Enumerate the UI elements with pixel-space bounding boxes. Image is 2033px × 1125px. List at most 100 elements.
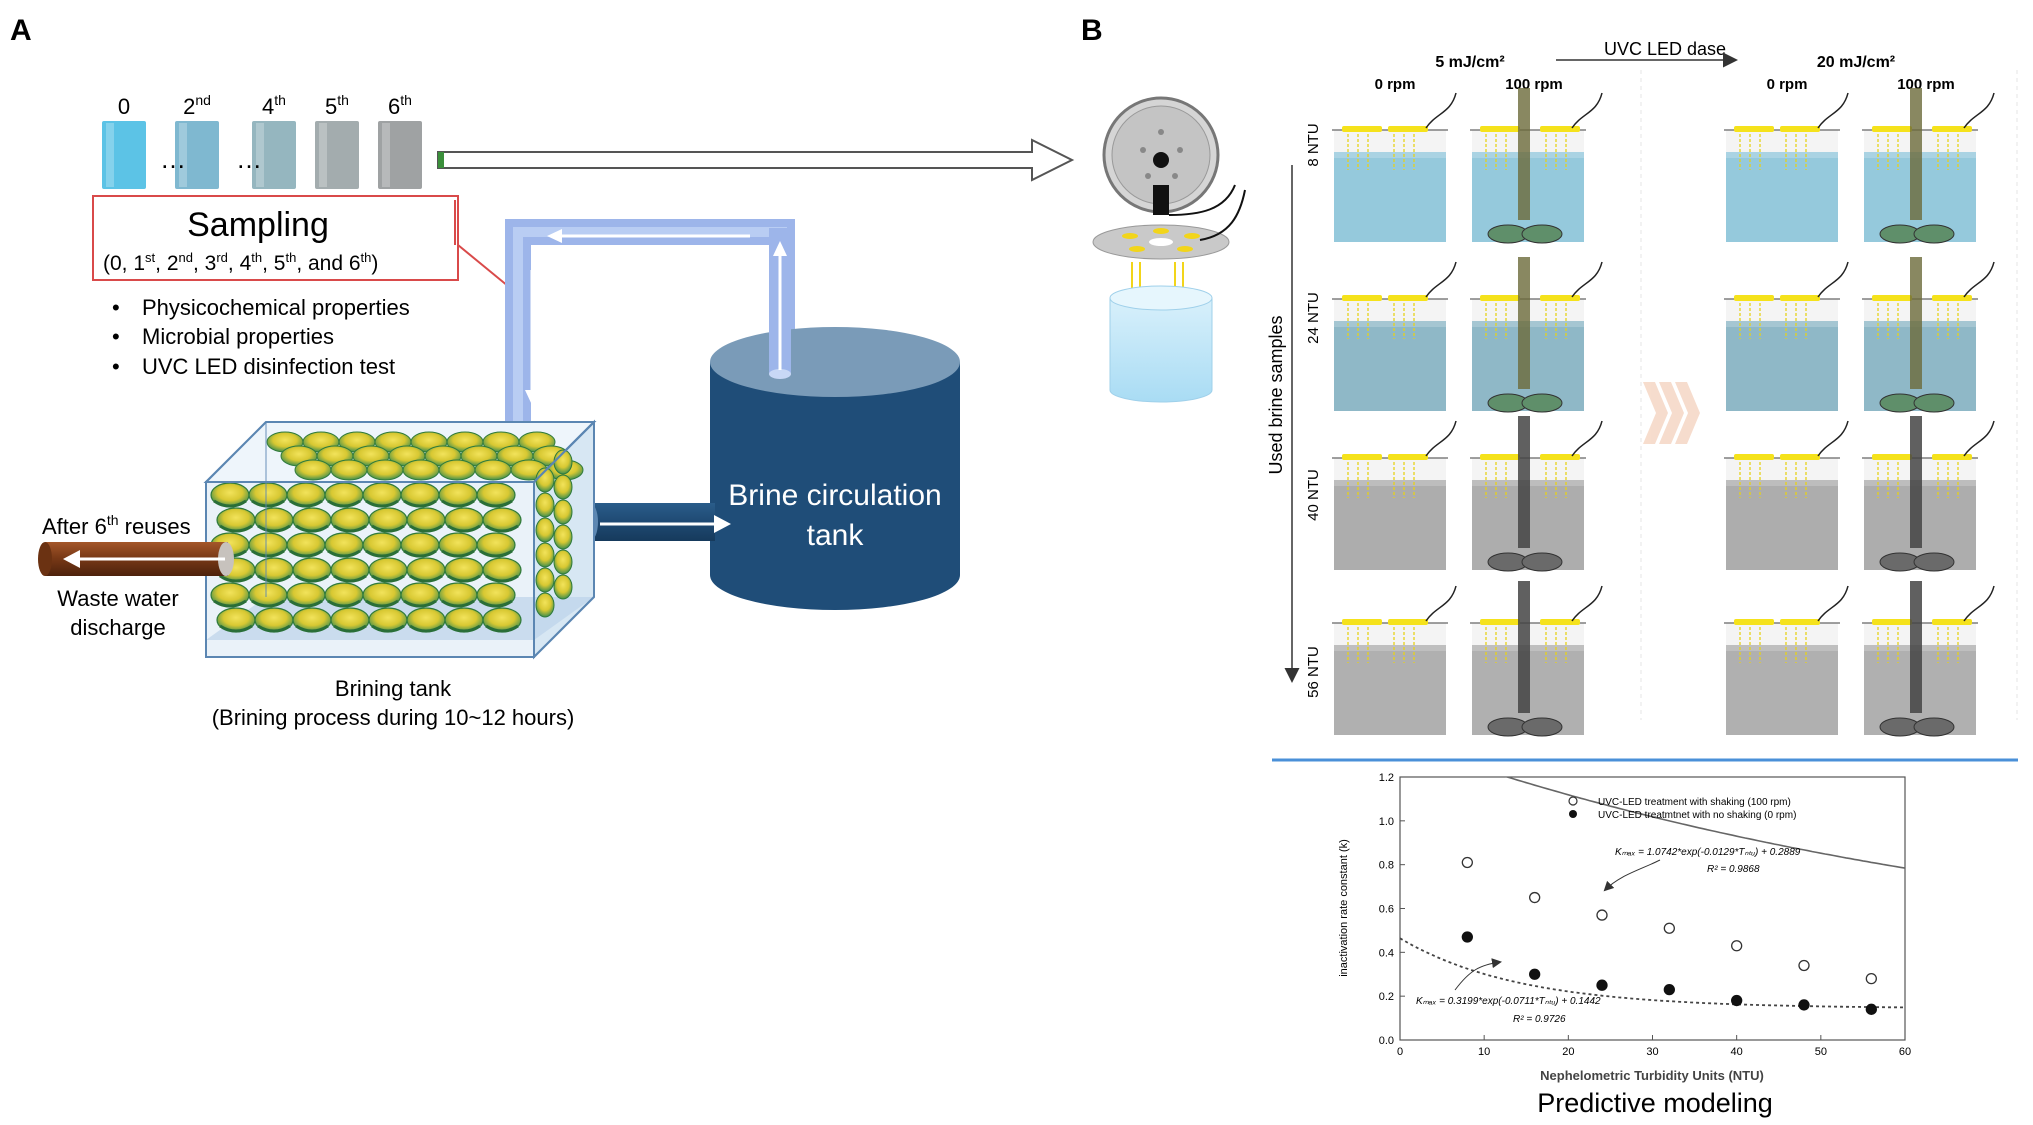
sample-vial-1: [175, 121, 219, 189]
point-shaking: [1596, 909, 1608, 921]
point-shaking: [1461, 856, 1473, 869]
rpm-label-1: 0 rpm: [1375, 76, 1416, 93]
brine-circulation-tank: Brine circulation tank: [710, 228, 960, 610]
transfer-arrow: [437, 138, 1075, 182]
beaker-r3-c2: [1724, 585, 1849, 735]
dose-high-label: 20 mJ/cm²: [1817, 54, 1895, 71]
x-tick-label: 10: [1478, 1046, 1490, 1058]
discharge-label: discharge: [70, 615, 165, 640]
sampling-detail: (0, 1st, 2nd, 3rd, 4th, 5th, and 6th): [103, 250, 378, 275]
ntu-label-40: 40 NTU: [1305, 469, 1322, 521]
uvc-device: [1092, 96, 1246, 403]
svg-text:•: •: [112, 295, 120, 320]
sample-vial-4: [378, 121, 422, 189]
y-tick-label: 1.2: [1379, 772, 1394, 784]
legend-marker-filled: [1569, 810, 1577, 818]
x-tick-label: 30: [1646, 1046, 1658, 1058]
beaker-r0-c2: [1724, 92, 1849, 242]
outlet-pipe: [590, 503, 715, 541]
dose-axis-label: UVC LED dase: [1604, 39, 1726, 59]
beaker-r2-c1: [1470, 416, 1603, 572]
data-points: [1461, 856, 1877, 1015]
r2-no-shaking: R² = 0.9726: [1513, 1014, 1566, 1025]
y-tick-label: 1.0: [1379, 816, 1394, 828]
beaker-r1-c3: [1862, 257, 1995, 413]
brining-process-label: (Brining process during 10~12 hours): [212, 705, 575, 730]
x-tick-label: 20: [1562, 1046, 1574, 1058]
sample-label-4: 6th: [388, 92, 412, 119]
point-no-shaking: [1663, 983, 1675, 996]
beaker-r0-c3: [1862, 88, 1995, 244]
beaker-r1-c0: [1332, 261, 1457, 411]
svg-text:•: •: [112, 324, 120, 349]
legend-marker-open: [1568, 796, 1578, 806]
x-tick-label: 0: [1397, 1046, 1403, 1058]
brining-tank: [203, 419, 597, 660]
rpm-label-2: 100 rpm: [1505, 76, 1563, 93]
chevron-arrows: [1643, 382, 1700, 444]
beaker-r0-c0: [1332, 92, 1457, 242]
y-tick-label: 0.2: [1379, 991, 1394, 1003]
dose-low-label: 5 mJ/cm²: [1435, 54, 1504, 71]
r2-shaking: R² = 0.9868: [1707, 864, 1760, 875]
point-no-shaking: [1731, 994, 1743, 1007]
panel-b-label: B: [1081, 14, 1103, 47]
beaker-r3-c0: [1332, 585, 1457, 735]
ntu-label-56: 56 NTU: [1305, 646, 1322, 698]
fit-curve-shaking: [1504, 777, 1905, 869]
transfer-arrow-tail: [438, 152, 444, 168]
point-shaking: [1529, 891, 1541, 904]
bullet-uvc: UVC LED disinfection test: [142, 354, 395, 379]
tank-label-1: Brine circulation: [728, 479, 941, 512]
legend-label-shaking: UVC-LED treatment with shaking (100 rpm): [1598, 797, 1791, 808]
ellipsis-1: …: [160, 144, 186, 174]
y-tick-label: 0.0: [1379, 1035, 1394, 1047]
point-shaking: [1798, 959, 1810, 972]
y-tick-label: 0.8: [1379, 860, 1394, 872]
beaker-r3-c3: [1862, 581, 1995, 737]
x-axis-ticks: 0 10 20 30 40 50 60: [1397, 1035, 1911, 1058]
ellipsis-2: …: [236, 144, 262, 174]
point-shaking: [1663, 922, 1675, 934]
beaker-r1-c1: [1470, 257, 1603, 413]
cabbage-stack: [210, 431, 584, 633]
equation-shaking: Kₘₐₓ = 1.0742*exp(-0.0129*Tₙₜᵤ) + 0.2889: [1615, 847, 1801, 858]
y-tick-label: 0.4: [1379, 947, 1394, 959]
beaker-r0-c1: [1470, 88, 1603, 244]
x-tick-label: 40: [1731, 1046, 1743, 1058]
point-no-shaking: [1798, 999, 1810, 1011]
chart-title: Predictive modeling: [1537, 1088, 1773, 1118]
sample-label-2: 4th: [262, 92, 286, 119]
x-tick-label: 60: [1899, 1046, 1911, 1058]
used-brine-label: Used brine samples: [1266, 315, 1286, 474]
sampling-box: [92, 195, 459, 281]
y-axis-label: inactivation rate constant (k): [1338, 839, 1350, 977]
legend-label-no-shaking: UVC-LED treatmtnet with no shaking (0 rp…: [1598, 810, 1796, 821]
after-reuses-label: After 6th reuses: [42, 512, 191, 539]
point-no-shaking: [1865, 1003, 1877, 1015]
kinetics-chart: 0.0 0.2 0.4 0.6 0.8 1.0 1.2 0 10 20 30 40 50 60 inac…: [1338, 772, 1911, 1118]
rpm-label-3: 0 rpm: [1767, 76, 1808, 93]
beaker-r1-c2: [1724, 261, 1849, 411]
sample-label-0: 0: [118, 94, 130, 119]
beaker-r2-c2: [1724, 420, 1849, 570]
panel-a-label: A: [10, 14, 32, 47]
sample-vial-3: [315, 121, 359, 189]
sample-vial-2: [252, 121, 296, 189]
annotation-arrow-shaking: [1603, 859, 1661, 892]
ntu-label-8: 8 NTU: [1305, 123, 1322, 166]
point-no-shaking: [1461, 931, 1473, 943]
beaker-r2-c3: [1862, 416, 1995, 572]
rpm-label-4: 100 rpm: [1897, 76, 1955, 93]
y-tick-label: 0.6: [1379, 904, 1394, 916]
waste-water-label: Waste water: [57, 586, 178, 611]
x-tick-label: 50: [1815, 1046, 1827, 1058]
beaker-r2-c0: [1332, 420, 1457, 570]
bullet-physicochemical: Physicochemical properties: [142, 295, 410, 320]
point-no-shaking: [1596, 979, 1608, 991]
y-axis-ticks: 0.0 0.2 0.4 0.6 0.8 1.0 1.2: [1379, 772, 1405, 1047]
equation-no-shaking: Kₘₐₓ = 0.3199*exp(-0.0711*Tₙₜᵤ) + 0.1442: [1416, 996, 1601, 1007]
beaker-r3-c1: [1470, 581, 1603, 737]
